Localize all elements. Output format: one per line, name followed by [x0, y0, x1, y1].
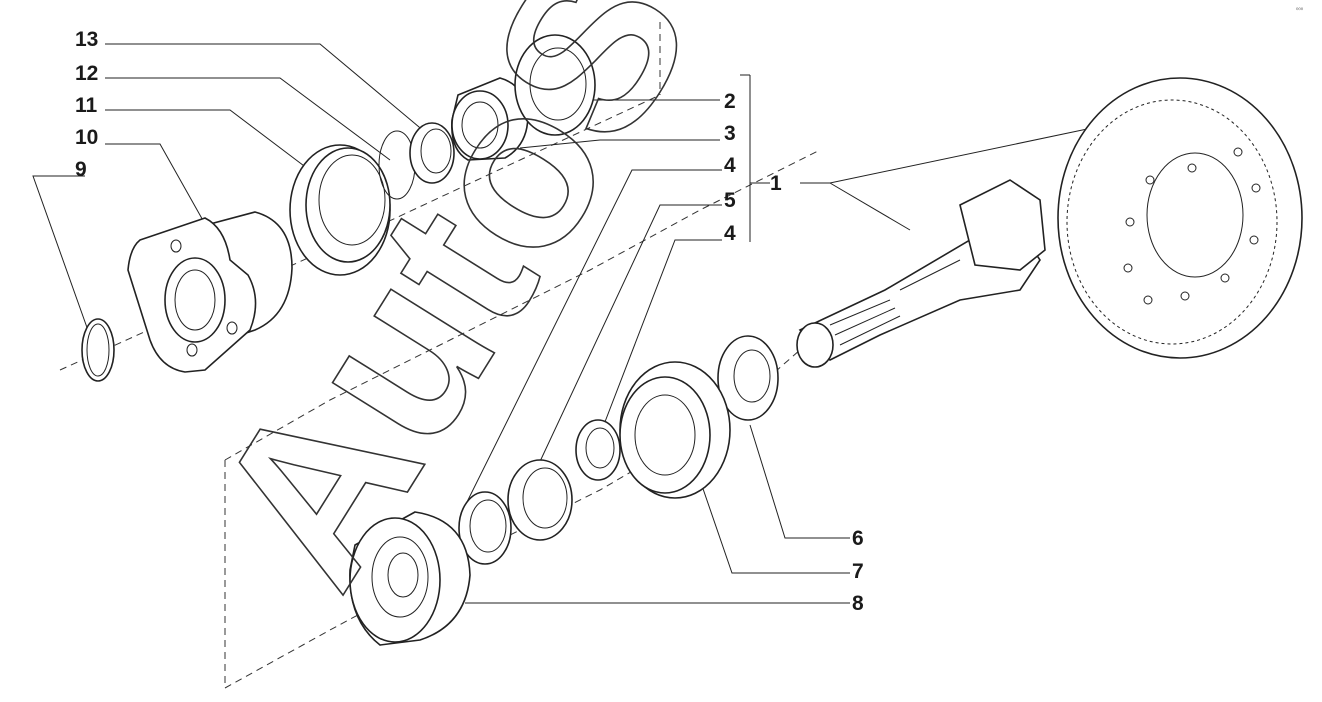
part-bearing-cup [507, 459, 573, 541]
callout-labels: 1 2 3 4 5 4 6 7 8 9 10 11 12 13 [75, 28, 864, 615]
callout-11: 11 [75, 94, 98, 117]
callout-4a: 4 [724, 154, 736, 177]
part-washer [409, 122, 455, 184]
leader-lines [32, 43, 1131, 604]
part-flange [127, 211, 293, 373]
callout-1: 1 [770, 172, 782, 195]
callout-6: 6 [852, 527, 864, 550]
callout-4b: 4 [724, 222, 736, 245]
part-spacer-lower [458, 491, 512, 565]
corner-reference-mark: ⁰⁰⁰ [1296, 7, 1304, 14]
part-shim [717, 335, 779, 421]
callout-3: 3 [724, 122, 736, 145]
part-roller-bearing [349, 511, 471, 646]
part-spacer-upper [575, 419, 621, 481]
part-ring-gear [1057, 77, 1303, 359]
callout-9: 9 [75, 158, 87, 181]
part-snap-ring [81, 318, 115, 382]
callout-8: 8 [852, 592, 864, 615]
callout-12: 12 [75, 62, 98, 85]
callout-5: 5 [724, 189, 736, 212]
callout-13: 13 [75, 28, 98, 51]
part-lock-washer [514, 34, 596, 136]
part-castle-nut [451, 77, 529, 161]
part-bearing-large [619, 361, 731, 499]
callout-10: 10 [75, 126, 98, 149]
part-seal [289, 144, 391, 276]
callout-7: 7 [852, 560, 864, 583]
callout-2: 2 [724, 90, 736, 113]
part-pinion-shaft [796, 179, 1046, 368]
